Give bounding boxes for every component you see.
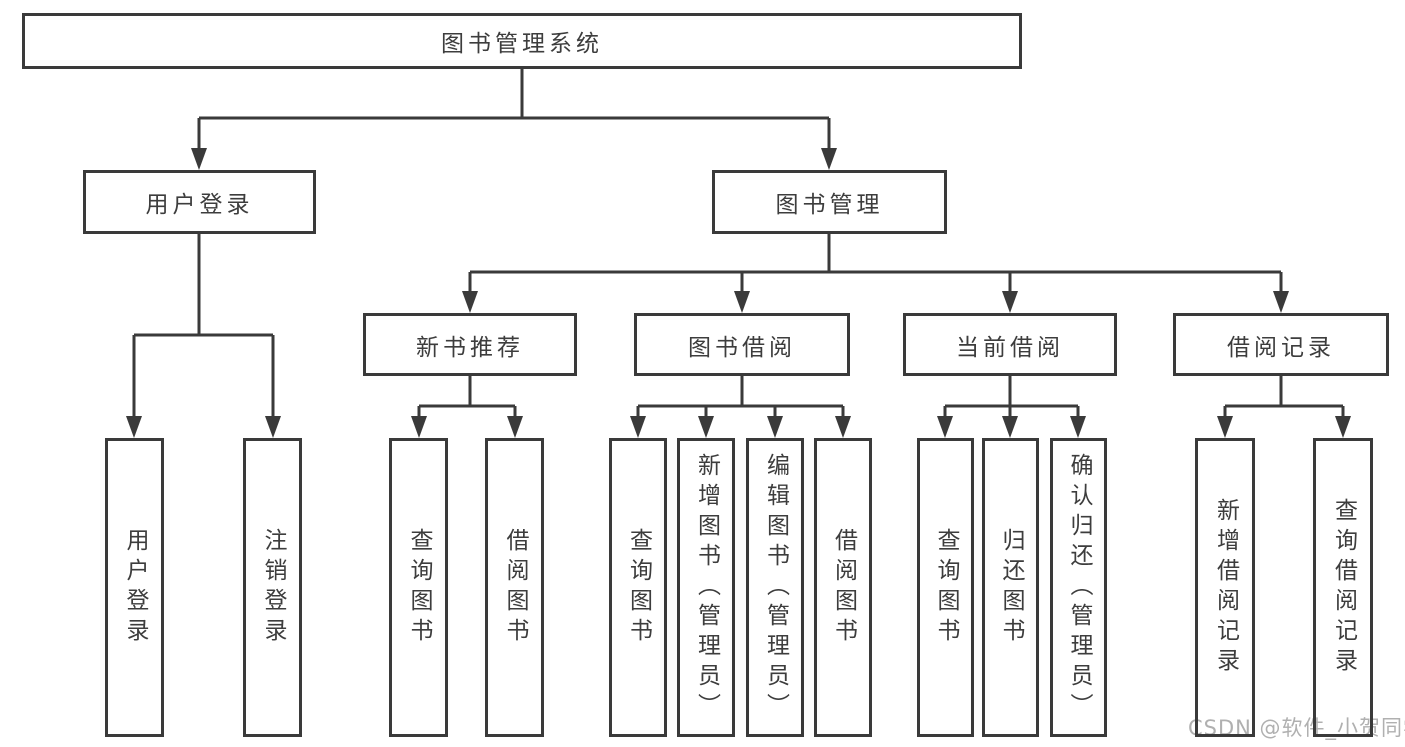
leaf-borrowing-add-book-admin: 新增图书（管理员）: [677, 438, 735, 737]
leaf-borrowing-edit-book-admin: 编辑图书（管理员）: [746, 438, 804, 737]
leaf-borrowing-query-books: 查询图书: [609, 438, 667, 737]
node-book-borrowing: 图书借阅: [634, 313, 850, 376]
leaf-user-login: 用户登录: [105, 438, 164, 737]
tree-branch-lines: [132, 69, 1345, 420]
leaf-records-query-record: 查询借阅记录: [1313, 438, 1373, 737]
leaf-logout: 注销登录: [243, 438, 302, 737]
node-library-management-system: 图书管理系统: [22, 13, 1022, 69]
node-borrowing-records: 借阅记录: [1173, 313, 1389, 376]
csdn-watermark: CSDN @软件_小贺同学: [1188, 716, 1405, 740]
node-book-management: 图书管理: [712, 170, 947, 234]
node-current-borrowing: 当前借阅: [903, 313, 1117, 376]
leaf-current-query-books: 查询图书: [917, 438, 974, 737]
leaf-current-confirm-return-admin: 确认归还（管理员）: [1050, 438, 1107, 737]
leaf-records-add-record: 新增借阅记录: [1195, 438, 1255, 737]
leaf-borrowing-borrow-books: 借阅图书: [814, 438, 872, 737]
node-new-book-recommendation: 新书推荐: [363, 313, 577, 376]
arrowheads: [126, 148, 1351, 438]
leaf-recommend-query-books: 查询图书: [389, 438, 448, 737]
node-user-login: 用户登录: [83, 170, 316, 234]
leaf-current-return-books: 归还图书: [982, 438, 1039, 737]
leaf-recommend-borrow-books: 借阅图书: [485, 438, 544, 737]
